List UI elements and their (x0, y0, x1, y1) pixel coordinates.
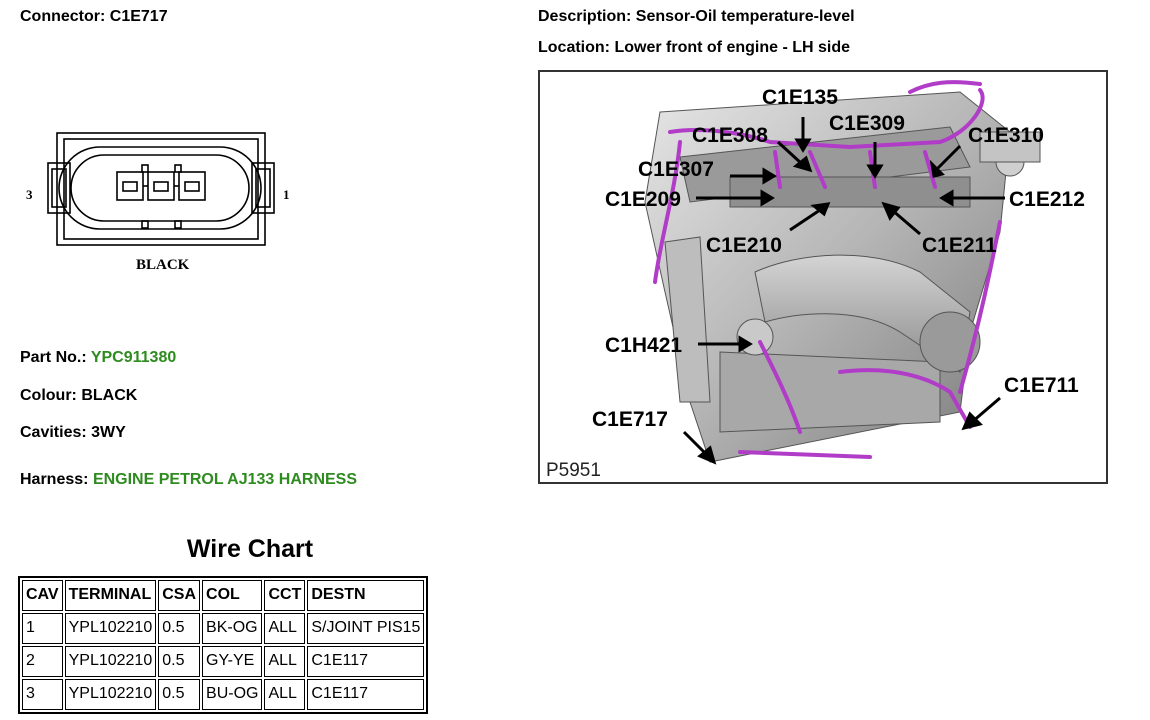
cavities-label: Cavities: (20, 424, 87, 441)
callout-c1e310: C1E310 (968, 124, 1044, 147)
cavities-line: Cavities: 3WY (20, 424, 126, 442)
cell-col: BU-OG (202, 679, 263, 710)
harness-link[interactable]: ENGINE PETROL AJ133 HARNESS (92, 471, 358, 488)
figure-id: P5951 (546, 460, 601, 481)
wire-chart-table: CAV TERMINAL CSA COL CCT DESTN 1 YPL1022… (18, 576, 429, 714)
cell-cav: 1 (22, 613, 63, 644)
connector-diagram: 3 1 BLACK (26, 132, 290, 273)
col-header: CCT (264, 580, 306, 611)
wire-chart-header-row: CAV TERMINAL CSA COL CCT DESTN (22, 580, 425, 611)
cell-terminal: YPL102210 (64, 679, 157, 710)
cell-cct: ALL (264, 613, 306, 644)
col-header: CAV (22, 580, 63, 611)
table-row: 3 YPL102210 0.5 BU-OG ALL C1E117 (22, 679, 425, 710)
cell-terminal: YPL102210 (64, 613, 157, 644)
cell-cct: ALL (264, 646, 306, 677)
callout-c1e717: C1E717 (592, 408, 668, 431)
part-no-link[interactable]: YPC911380 (90, 349, 177, 366)
location-line: Location: Lower front of engine - LH sid… (538, 39, 850, 57)
cavities-value: 3WY (91, 424, 126, 441)
table-row: 1 YPL102210 0.5 BK-OG ALL S/JOINT PIS15 (22, 613, 425, 644)
cell-cct: ALL (264, 679, 306, 710)
part-no-label: Part No.: (20, 349, 87, 366)
wire-chart-title: Wire Chart (186, 535, 314, 563)
col-header: TERMINAL (64, 580, 157, 611)
cell-destn: C1E117 (307, 646, 425, 677)
cell-col: GY-YE (202, 646, 263, 677)
callout-c1e309: C1E309 (829, 112, 905, 135)
description-value: Sensor-Oil temperature-level (635, 8, 855, 25)
callout-c1e209: C1E209 (605, 188, 681, 211)
callout-c1e210: C1E210 (706, 234, 782, 257)
callout-c1e711: C1E711 (1004, 374, 1079, 397)
engine-location-figure: C1E135 C1E308 C1E309 C1E310 C1E307 C1E20… (538, 70, 1108, 484)
colour-value: BLACK (81, 387, 138, 404)
cell-csa: 0.5 (158, 613, 201, 644)
col-header: CSA (158, 580, 201, 611)
callout-c1h421: C1H421 (605, 334, 682, 357)
colour-label: Colour: (20, 387, 77, 404)
cell-destn: S/JOINT PIS15 (307, 613, 425, 644)
table-row: 2 YPL102210 0.5 GY-YE ALL C1E117 (22, 646, 425, 677)
part-no-line: Part No.: YPC911380 (20, 349, 176, 367)
callout-c1e212: C1E212 (1009, 188, 1085, 211)
pin-left-label: 3 (26, 187, 33, 202)
location-label: Location: (538, 39, 610, 56)
cell-cav: 2 (22, 646, 63, 677)
connector-line: Connector: C1E717 (20, 8, 168, 26)
cell-terminal: YPL102210 (64, 646, 157, 677)
description-line: Description: Sensor-Oil temperature-leve… (538, 8, 855, 26)
col-header: COL (202, 580, 263, 611)
pin-right-label: 1 (283, 187, 290, 202)
connector-value: C1E717 (109, 8, 168, 25)
col-header: DESTN (307, 580, 425, 611)
cell-cav: 3 (22, 679, 63, 710)
colour-caption: BLACK (136, 257, 190, 273)
harness-line: Harness: ENGINE PETROL AJ133 HARNESS (20, 471, 357, 489)
colour-line: Colour: BLACK (20, 387, 137, 405)
engine-illustration: C1E135 C1E308 C1E309 C1E310 C1E307 C1E20… (546, 80, 1085, 481)
cell-csa: 0.5 (158, 679, 201, 710)
callout-c1e308: C1E308 (692, 124, 768, 147)
harness-label: Harness: (20, 471, 89, 488)
callout-c1e211: C1E211 (922, 234, 997, 257)
cell-col: BK-OG (202, 613, 263, 644)
description-label: Description: (538, 8, 632, 25)
callout-c1e307: C1E307 (638, 158, 714, 181)
cell-destn: C1E117 (307, 679, 425, 710)
cell-csa: 0.5 (158, 646, 201, 677)
location-value: Lower front of engine - LH side (614, 39, 851, 56)
connector-label: Connector: (20, 8, 106, 25)
callout-c1e135: C1E135 (762, 86, 838, 109)
